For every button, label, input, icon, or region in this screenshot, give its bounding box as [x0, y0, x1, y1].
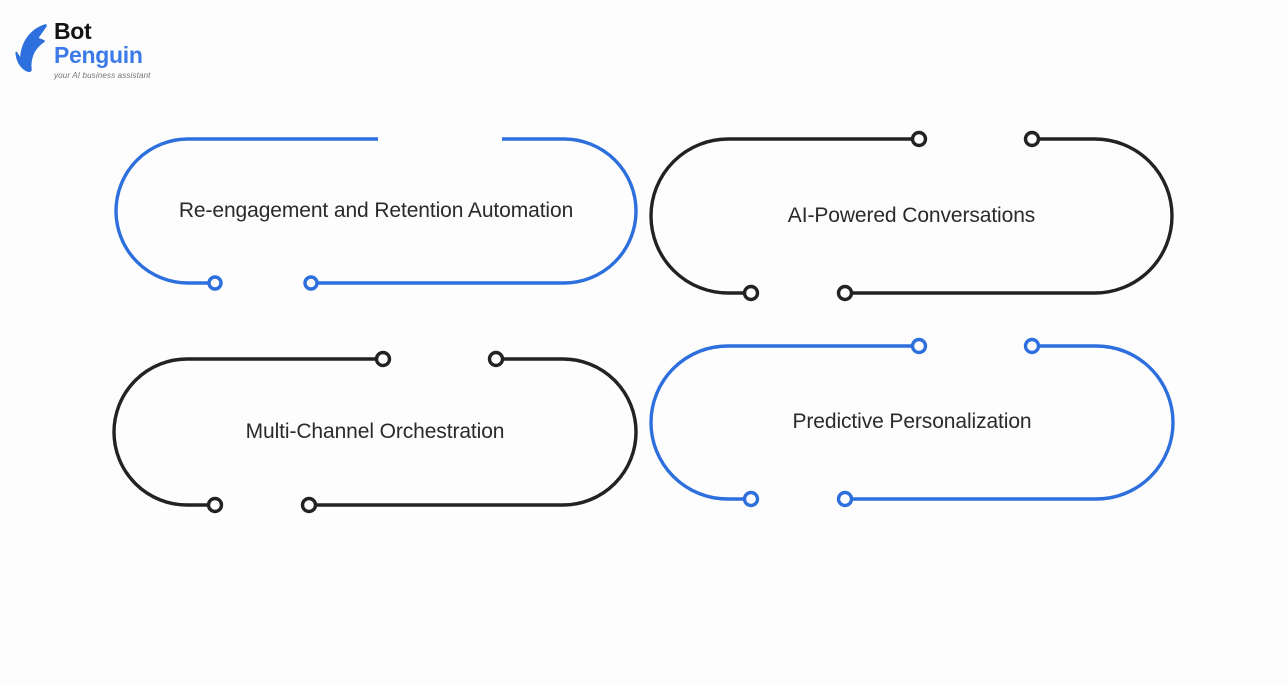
- capsule-card[interactable]: Predictive Personalization: [649, 337, 1175, 508]
- capsule-label: Predictive Personalization: [792, 410, 1032, 434]
- capsule-label: Re-engagement and Retention Automation: [178, 198, 574, 222]
- logo-wordmark: Bot Penguin your AI business assistant: [54, 18, 151, 80]
- botpenguin-penguin-icon: [14, 23, 48, 73]
- capsule-label: Multi-Channel Orchestration: [245, 419, 505, 443]
- logo-word-penguin: Penguin: [54, 41, 143, 68]
- capsule-card[interactable]: Multi-Channel Orchestration: [112, 350, 638, 514]
- capsule-card[interactable]: Re-engagement and Retention Automation: [114, 137, 638, 291]
- logo-word-bot: Bot: [54, 18, 92, 44]
- capsule-card[interactable]: AI-Powered Conversations: [649, 130, 1174, 302]
- brand-logo[interactable]: Bot Penguin your AI business assistant: [14, 18, 151, 80]
- capsule-label: AI-Powered Conversations: [787, 203, 1036, 227]
- logo-tagline: your AI business assistant: [54, 70, 151, 80]
